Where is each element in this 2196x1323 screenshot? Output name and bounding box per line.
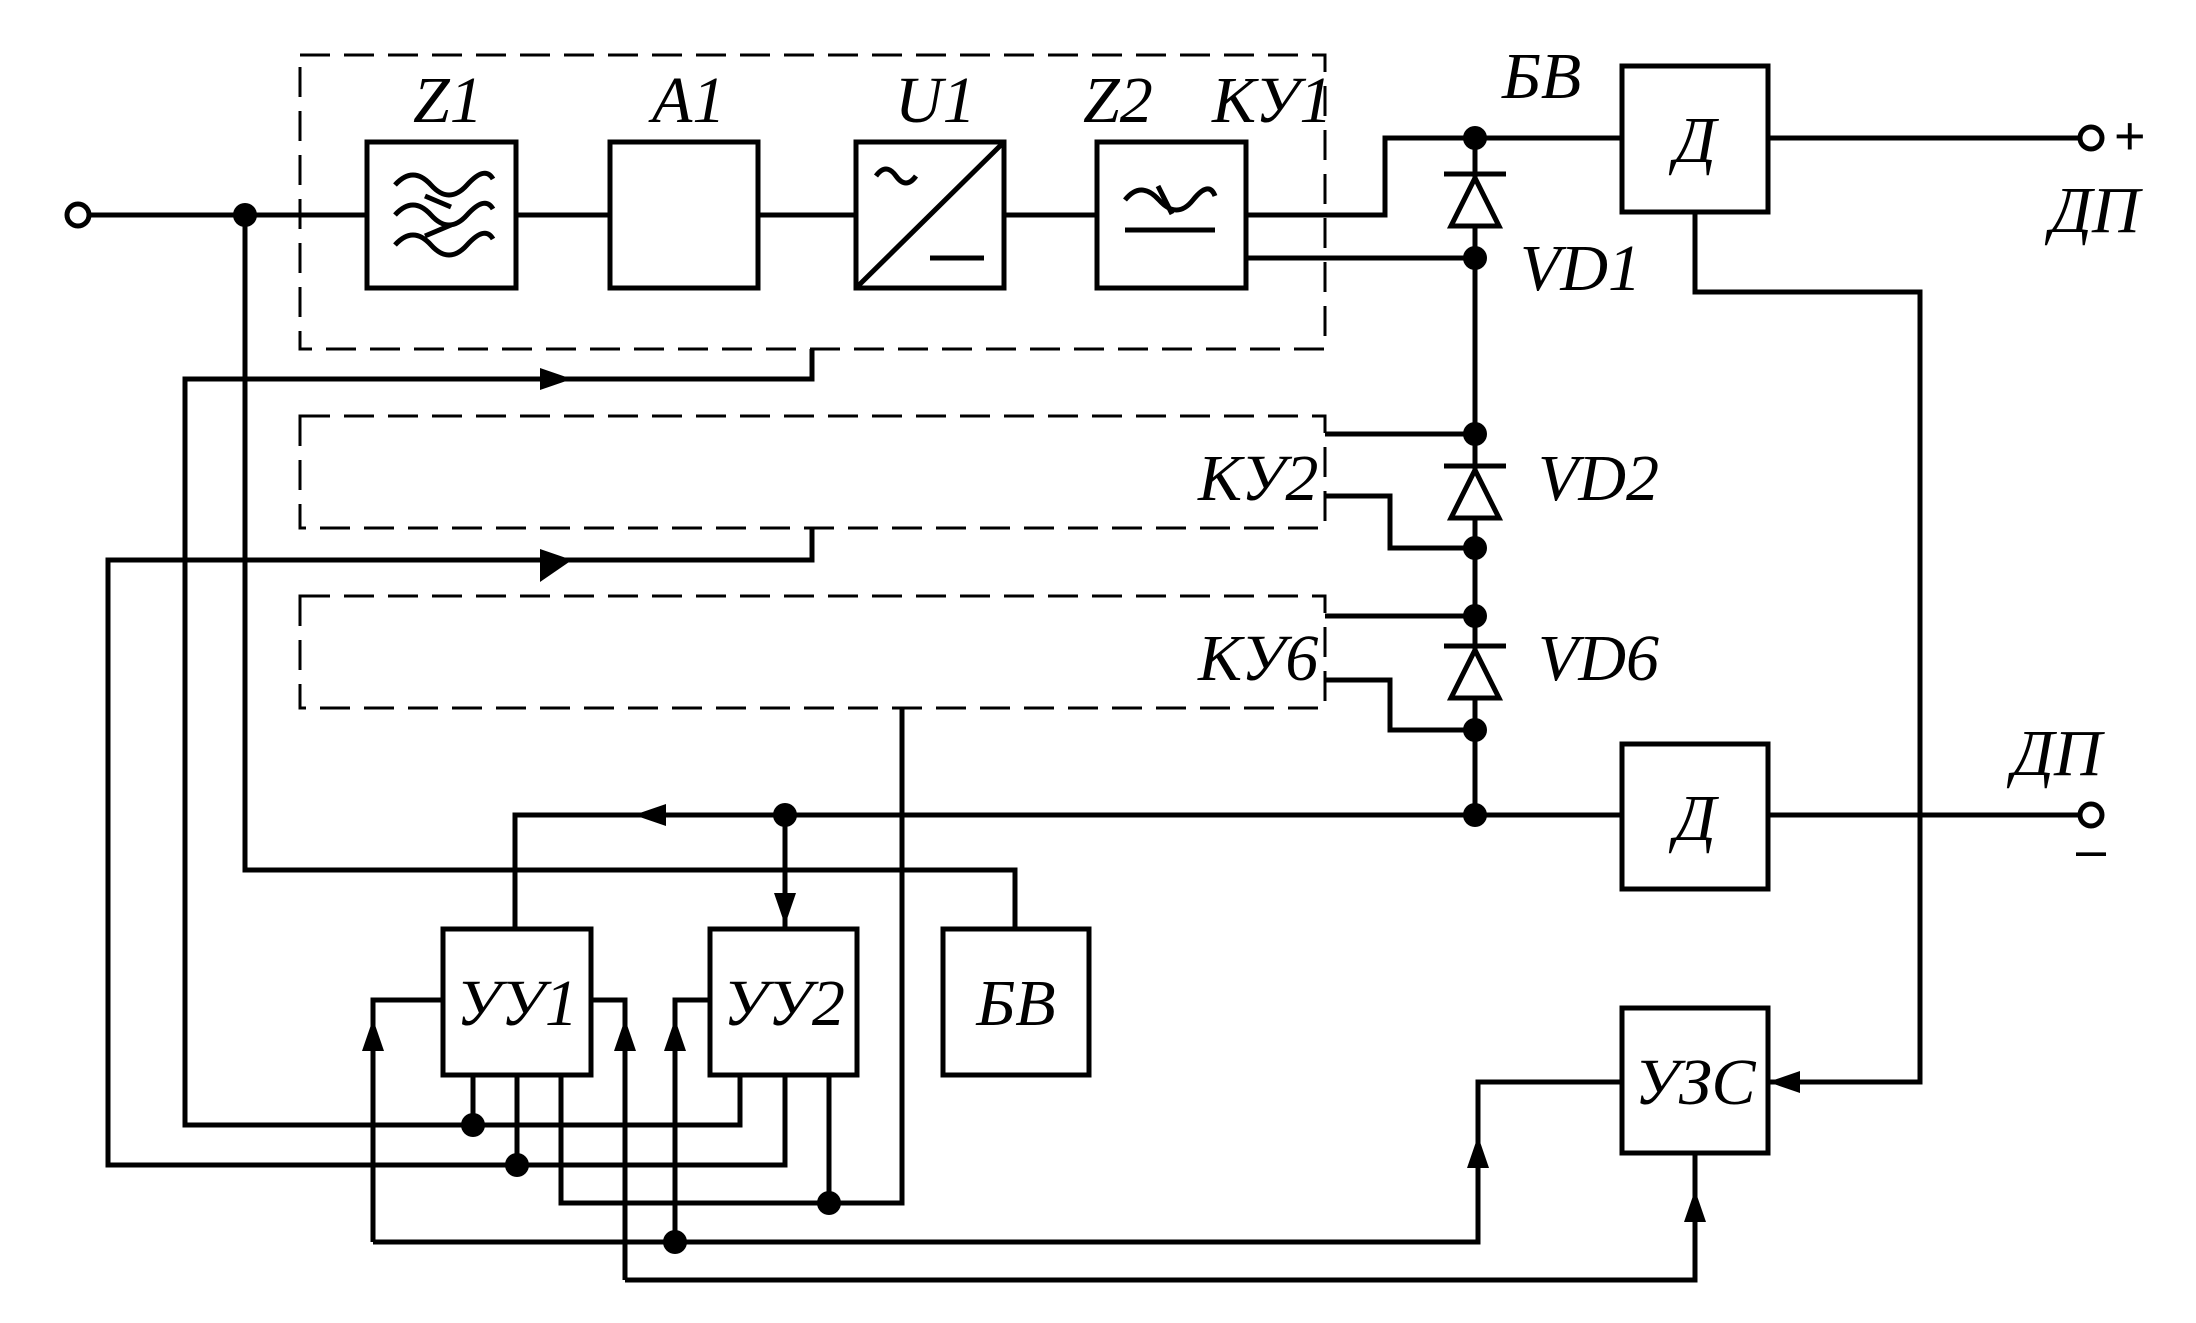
d-bottom-block: [1619, 741, 1771, 892]
uzs-block: [1619, 1005, 1771, 1156]
arrow-into-uzs-icon: [1768, 1071, 1800, 1093]
label-minus: –: [2076, 820, 2106, 880]
uu2-label: УУ2: [723, 967, 845, 1040]
wire-ku2-bottom-to-vd2: [1325, 493, 1475, 551]
label-ku6: КУ6: [1197, 622, 1318, 695]
converter-diagonal-icon: [854, 140, 1006, 290]
bv-block-label: БВ: [975, 967, 1055, 1040]
z1-filter-block: [364, 139, 519, 291]
label-vd1: VD1: [1520, 232, 1641, 305]
d-top-label: Д: [1668, 104, 1719, 177]
arrow-uu2-left-icon: [664, 1019, 686, 1051]
arrow-bus1-up-icon: [1467, 1136, 1489, 1168]
minus-terminal: [2077, 801, 2105, 829]
arrow-bus2-up-icon: [1684, 1190, 1706, 1222]
z2-filter-block: [1094, 139, 1249, 291]
wire-uu1-left-input: [370, 997, 443, 1242]
d-top-block: [1619, 63, 1771, 215]
arrow-into-uu2-icon: [774, 893, 796, 925]
diode-vd1: [1444, 171, 1506, 229]
bv-block: [940, 926, 1092, 1078]
cell-ku2-dashed-frame: [298, 414, 1327, 530]
label-ku2: КУ2: [1197, 442, 1318, 515]
u1-converter-block: [853, 139, 1007, 291]
arrow-control-cell1-icon: [540, 368, 572, 390]
ac-sine-icon: [873, 166, 919, 186]
plus-terminal: [2077, 124, 2105, 152]
arrow-control-cell2-icon: [540, 549, 572, 582]
diode-vd6: [1444, 643, 1506, 701]
wire-ku6-bottom-to-vd6: [1325, 677, 1475, 733]
wire-bottom-bus-2: [625, 1153, 1698, 1283]
label-u1: U1: [895, 64, 976, 137]
bandpass-filter-icon: [393, 170, 496, 258]
wire-control-cell2: [105, 528, 815, 1168]
label-z2: Z2: [1083, 64, 1153, 137]
wire-bus-to-uu1: [512, 812, 1475, 929]
arrow-uu1-left-icon: [362, 1019, 384, 1051]
input-terminal: [64, 201, 92, 229]
wire-input-tap-to-bv: [242, 215, 1018, 929]
label-z1: Z1: [413, 64, 483, 137]
uzs-label: УЗС: [1634, 1046, 1756, 1119]
wire-uu2-out2: [517, 1075, 788, 1168]
label-dp-top: ДП: [2044, 174, 2143, 247]
wire-uu2-left-input: [672, 997, 710, 1242]
wire-d-top-to-uzs: [1692, 212, 1923, 1085]
label-plus: +: [2114, 106, 2146, 166]
a1-block: [607, 139, 761, 291]
wire-control-cell6: [829, 708, 905, 1206]
label-dp-bottom: ДП: [2006, 717, 2105, 790]
label-a1: A1: [648, 64, 725, 137]
label-vd6: VD6: [1538, 622, 1659, 695]
label-vd2: VD2: [1538, 442, 1659, 515]
uu1-label: УУ1: [456, 967, 578, 1040]
wire-z2-upper-to-vd1: [1246, 135, 1622, 218]
label-ku1: КУ1: [1211, 64, 1332, 137]
d-bottom-label: Д: [1668, 782, 1719, 855]
wire-control-cell1: [182, 349, 815, 1128]
arrow-bus-left-icon: [634, 804, 666, 826]
wire-uu1-out3: [558, 1075, 829, 1206]
label-bv-top: БВ: [1501, 40, 1581, 113]
wire-uu1-right-input: [591, 997, 628, 1280]
wire-uu2-out1: [473, 1075, 743, 1128]
cell-ku6-dashed-frame: [298, 594, 1327, 710]
uu2-block: [707, 926, 860, 1078]
arrow-uu1-right-icon: [614, 1019, 636, 1051]
junction-dots: [233, 126, 1487, 1254]
lowpass-filter-icon: [1123, 184, 1218, 233]
diode-vd2: [1444, 463, 1506, 521]
